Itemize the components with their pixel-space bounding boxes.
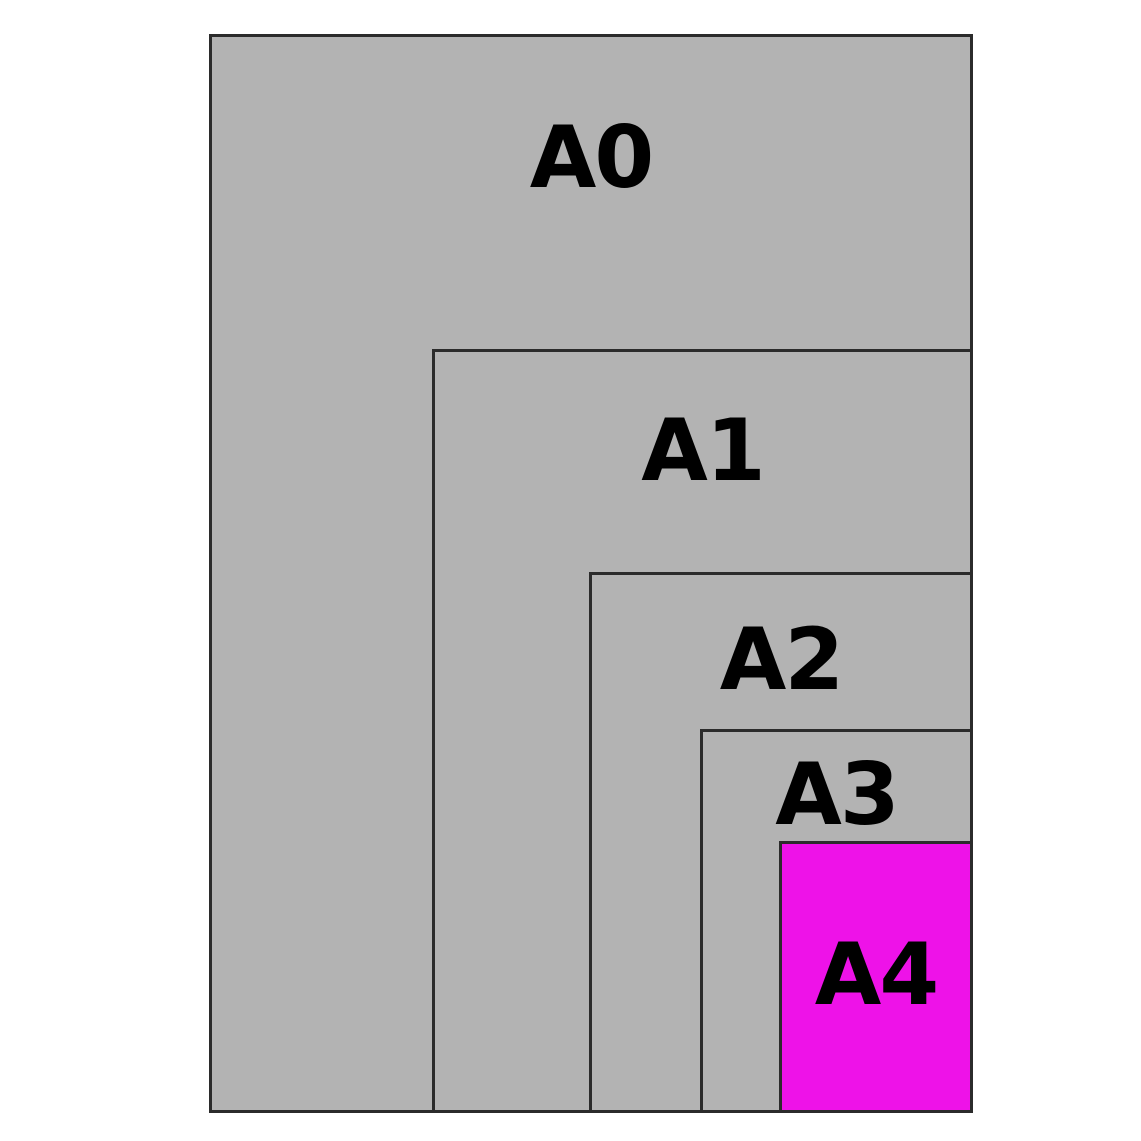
sheet-a1-label: A1 bbox=[641, 401, 765, 501]
sheet-a2-label: A2 bbox=[719, 610, 844, 710]
sheet-a3-label: A3 bbox=[775, 745, 899, 845]
sheet-a0-label: A0 bbox=[529, 108, 654, 208]
sheet-a4-label: A4 bbox=[814, 925, 939, 1025]
sheet-a4: A4 bbox=[779, 841, 973, 1113]
